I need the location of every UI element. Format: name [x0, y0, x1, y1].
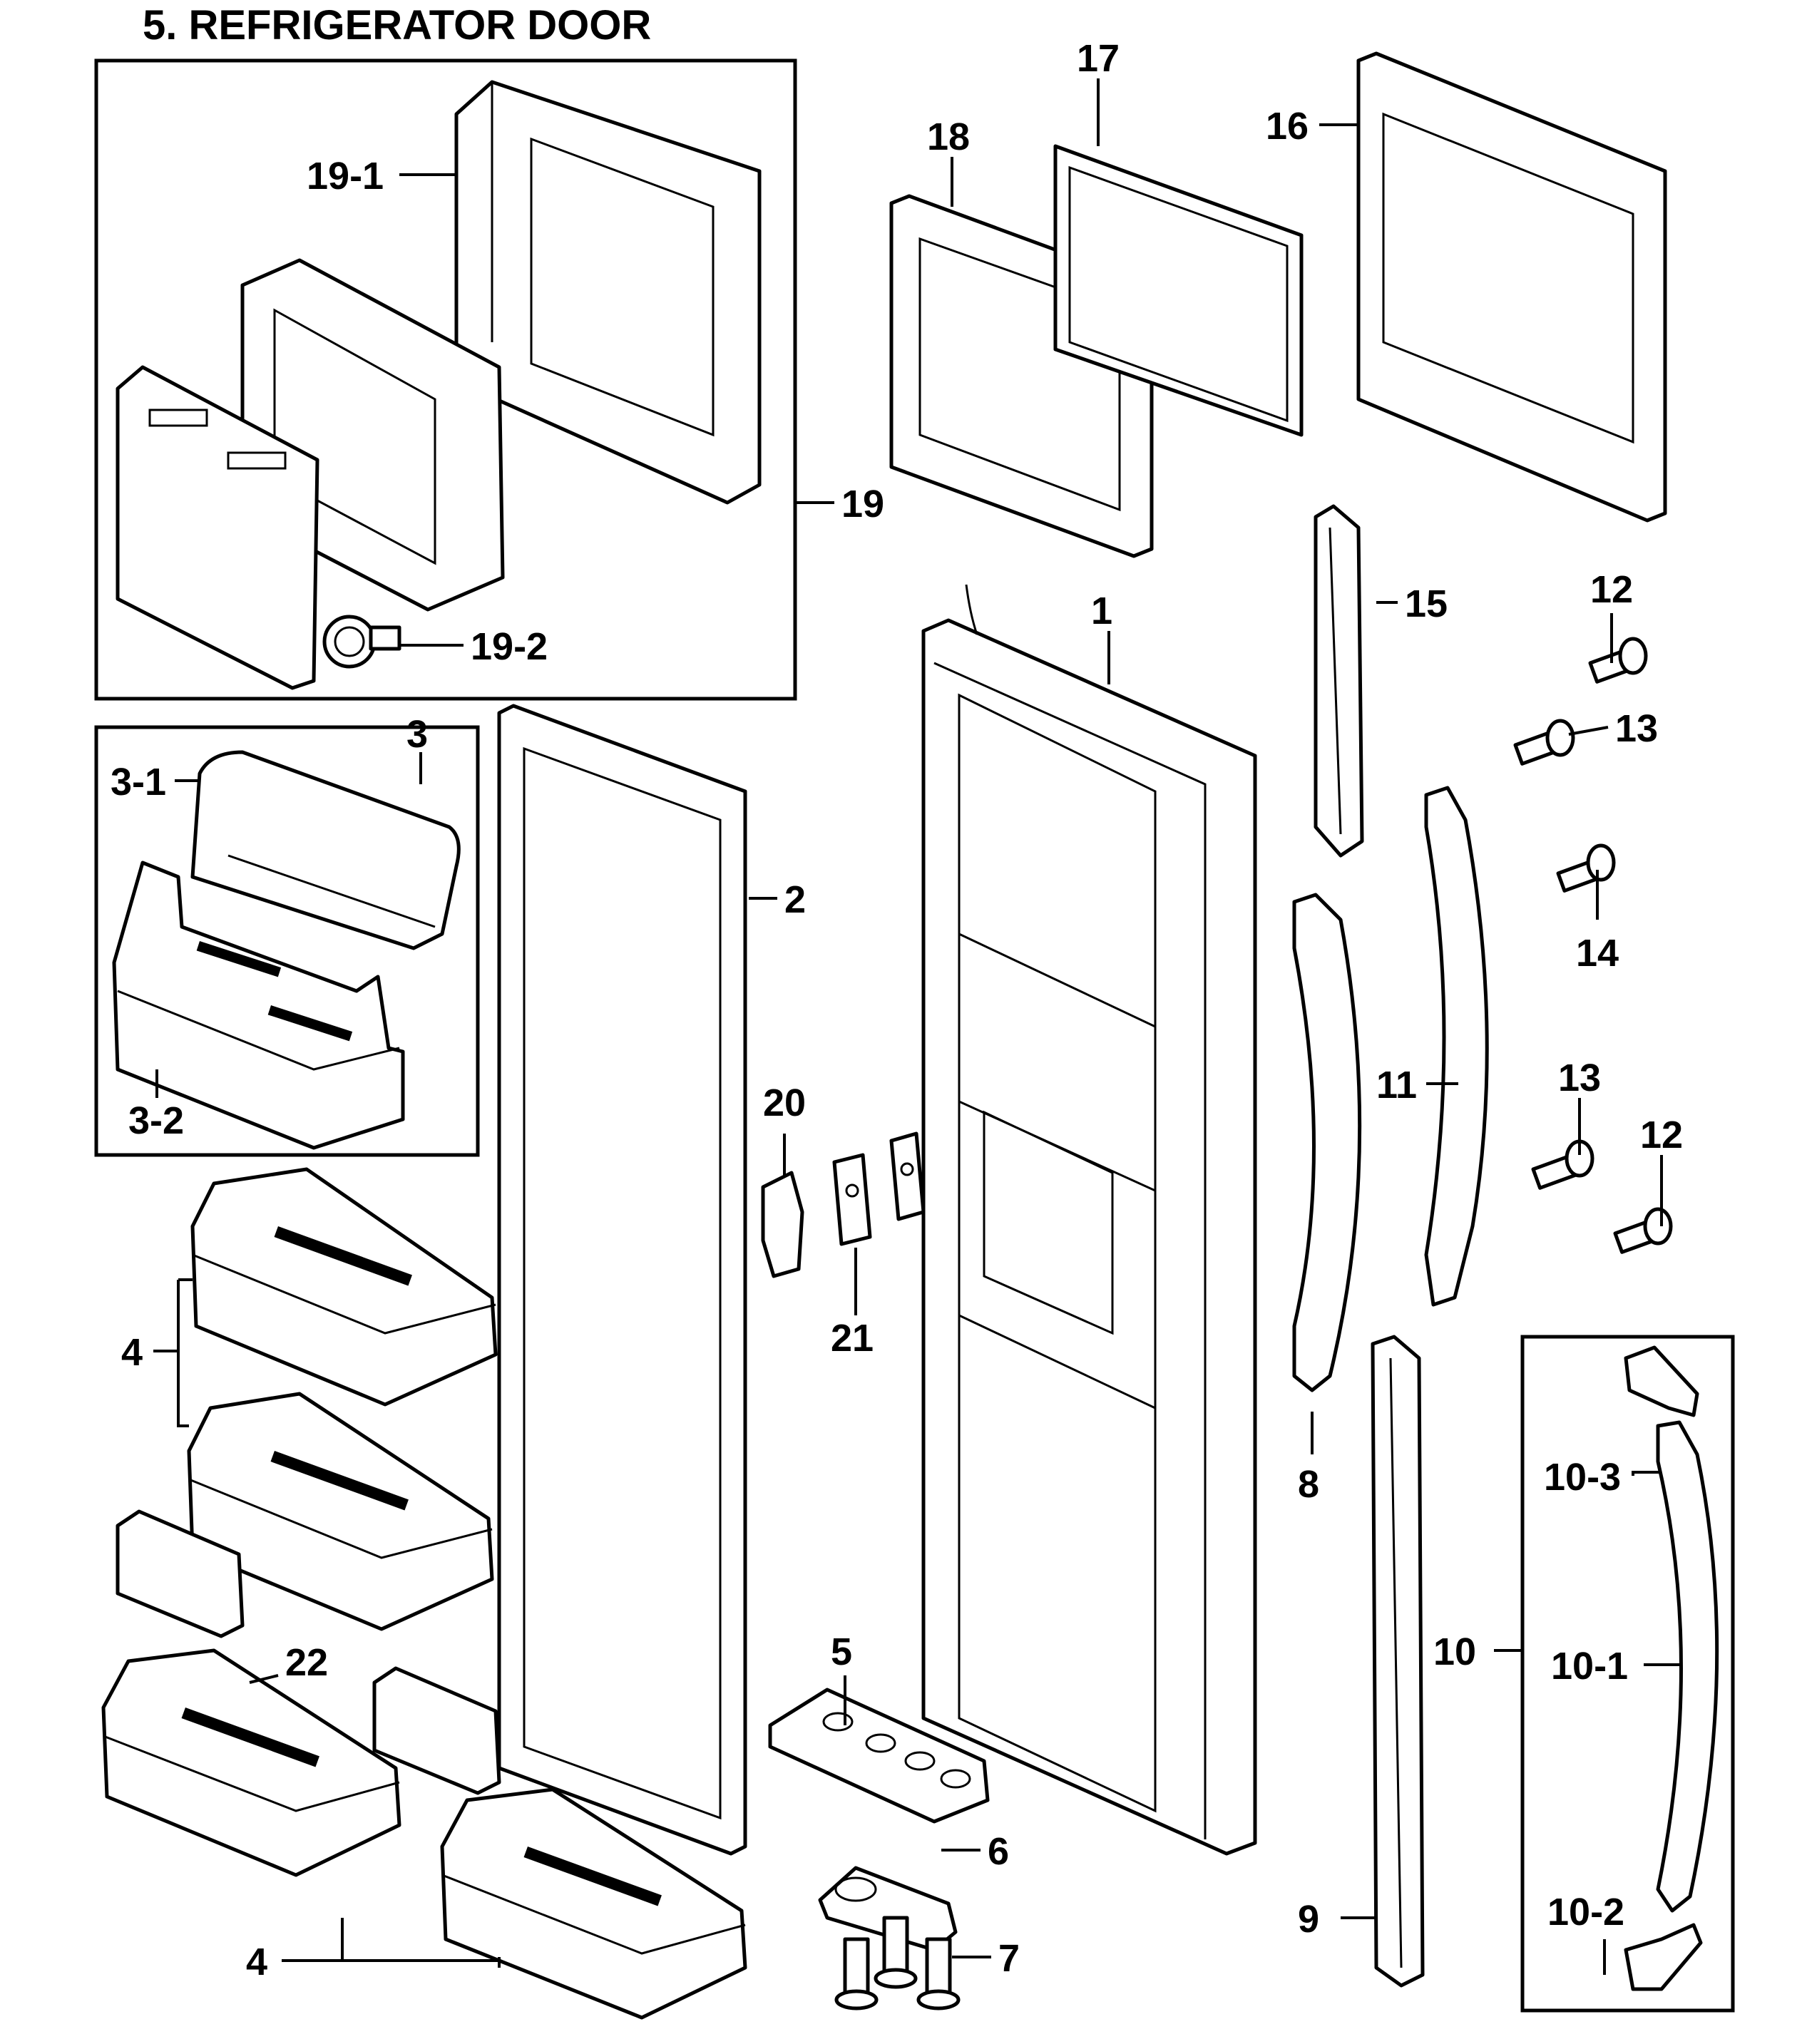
- label-16: 16: [1266, 105, 1309, 148]
- part-19-2-knob: [322, 615, 401, 669]
- label-10-1: 10-1: [1551, 1645, 1628, 1688]
- part-12-screw-bottom: [1613, 1207, 1673, 1254]
- part-13-screw-bottom: [1531, 1139, 1594, 1190]
- group-box-3: [94, 725, 480, 1157]
- part-4-bin-middle: [187, 1392, 494, 1631]
- part-21-plate: [832, 1131, 926, 1246]
- label-5: 5: [831, 1630, 852, 1673]
- label-19-1: 19-1: [307, 155, 384, 197]
- part-17-panel: [1053, 144, 1304, 437]
- part-14-screw: [1556, 843, 1616, 893]
- diagram-title: 5. REFRIGERATOR DOOR: [143, 2, 651, 48]
- label-10-2: 10-2: [1547, 1891, 1624, 1933]
- part-3-1-lid: [190, 750, 461, 950]
- label-13-top: 13: [1615, 707, 1658, 750]
- label-10-3: 10-3: [1544, 1456, 1621, 1499]
- part-7-screws: [834, 1916, 961, 2010]
- label-17: 17: [1077, 37, 1120, 80]
- label-22: 22: [285, 1641, 328, 1684]
- part-1-door: [921, 584, 1257, 1856]
- label-19: 19: [841, 483, 884, 525]
- label-3-1: 3-1: [111, 761, 166, 803]
- part-12-screw-top: [1588, 637, 1648, 684]
- label-3-2: 3-2: [128, 1099, 184, 1142]
- part-labels: 19-1 19 19-2 3 3-1 3-2 2 4 22 4 1 20 21 …: [111, 37, 1683, 1983]
- part-4-bin-lower-left: [101, 1648, 401, 1877]
- part-4-bin-top: [190, 1167, 498, 1407]
- part-16-panel: [1356, 51, 1667, 523]
- label-10: 10: [1433, 1630, 1476, 1673]
- part-8-handle: [1292, 893, 1362, 1392]
- group-box-19: [94, 58, 797, 701]
- part-20-clip: [761, 1171, 804, 1278]
- label-20: 20: [763, 1082, 806, 1124]
- part-10-2-cap: [1624, 1923, 1703, 1991]
- label-13-bottom: 13: [1558, 1057, 1601, 1099]
- label-4-lower: 4: [246, 1941, 267, 1983]
- part-3-2-basket: [112, 861, 405, 1150]
- label-7: 7: [998, 1937, 1020, 1980]
- label-12-top: 12: [1590, 568, 1633, 611]
- part-22-flap-right: [372, 1666, 501, 1795]
- label-21: 21: [831, 1317, 874, 1360]
- group-box-10: [1520, 1335, 1735, 2013]
- leader-lines: [153, 78, 1679, 1975]
- label-12-bottom: 12: [1640, 1114, 1683, 1156]
- part-11-handle: [1424, 786, 1489, 1307]
- label-6: 6: [988, 1830, 1009, 1873]
- part-15-trim: [1314, 504, 1364, 858]
- label-8: 8: [1298, 1463, 1319, 1506]
- label-14: 14: [1576, 932, 1619, 975]
- label-15: 15: [1405, 582, 1448, 625]
- label-11: 11: [1376, 1064, 1417, 1106]
- part-9-trim: [1371, 1335, 1425, 1988]
- part-22-flap-left: [116, 1509, 245, 1638]
- label-3: 3: [406, 713, 428, 756]
- part-4-bin-lower-right: [440, 1787, 747, 2020]
- part-10-3-cap: [1624, 1345, 1699, 1417]
- label-9: 9: [1298, 1898, 1319, 1941]
- label-18: 18: [927, 115, 970, 158]
- part-6-hinge-bracket: [818, 1866, 958, 1952]
- label-2: 2: [784, 878, 806, 921]
- label-19-2: 19-2: [471, 625, 548, 668]
- part-19-cover: [116, 365, 319, 690]
- label-1: 1: [1091, 590, 1112, 632]
- part-13-screw-top: [1513, 719, 1575, 766]
- part-5-hinge-plate: [768, 1688, 990, 1824]
- part-10-1-handle-body: [1656, 1420, 1719, 1913]
- part-2-gasket: [497, 704, 747, 1856]
- label-4-upper: 4: [121, 1331, 143, 1374]
